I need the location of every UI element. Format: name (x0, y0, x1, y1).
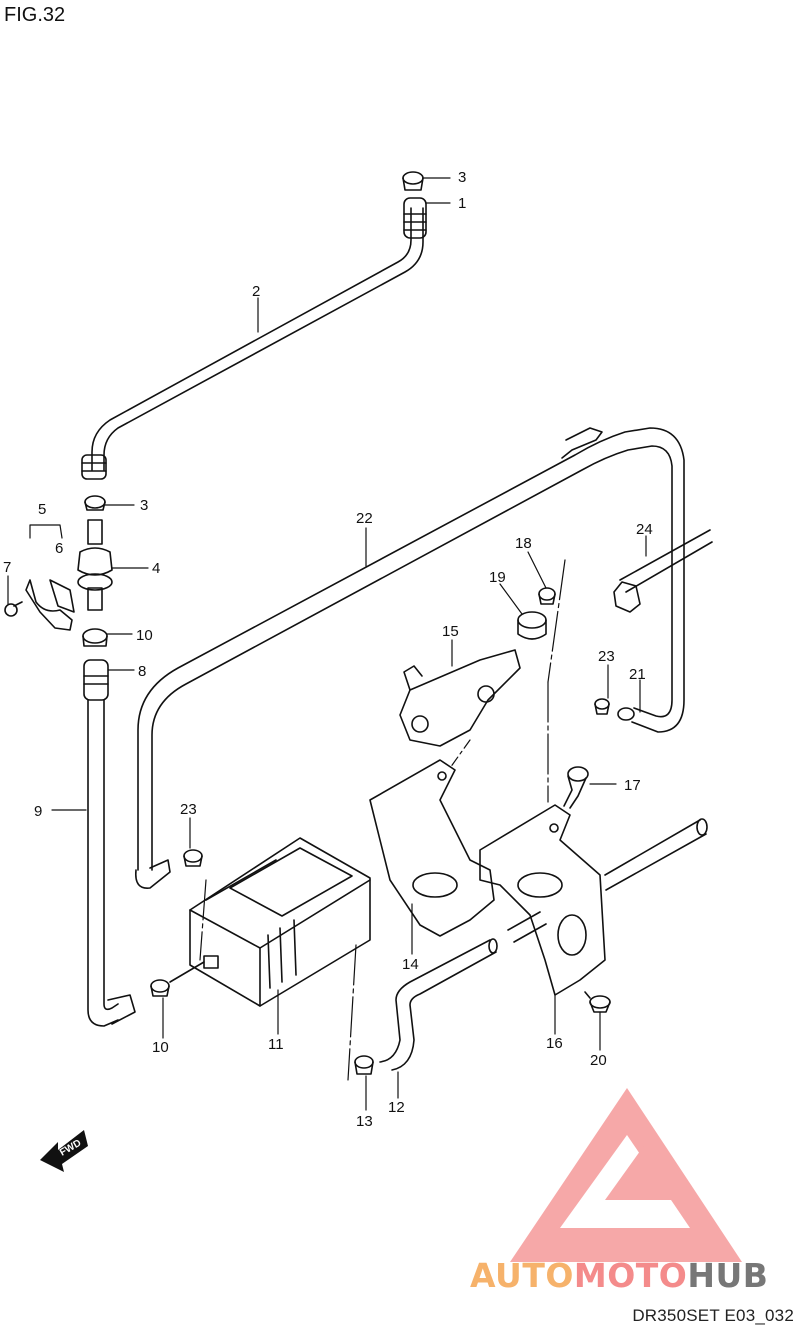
callout-9: 9 (34, 803, 42, 820)
bracket-5 (25, 579, 75, 631)
clamp-13 (354, 1055, 374, 1075)
callout-13: 13 (356, 1113, 373, 1130)
callout-12: 12 (388, 1099, 405, 1116)
callout-labels: 3 1 2 3 5 6 4 7 10 8 9 22 24 18 19 15 23… (3, 169, 653, 1130)
forward-direction-arrow-icon: FWD (40, 1130, 88, 1172)
bolt-20 (584, 991, 611, 1013)
callout-23-right: 23 (598, 648, 615, 665)
clamp-3-top (402, 171, 424, 191)
hose-2-lower-end (81, 454, 107, 480)
canister-11 (169, 837, 371, 1007)
callout-20: 20 (590, 1052, 607, 1069)
hose-2 (91, 207, 424, 471)
pipe-24 (613, 529, 713, 613)
callout-8: 8 (138, 663, 146, 680)
bolt-7 (4, 601, 23, 617)
callout-10-upper: 10 (136, 627, 153, 644)
check-valve-4 (77, 519, 113, 611)
clamp-10-lower (150, 979, 170, 997)
clamp-23-right (594, 698, 610, 715)
brand-part-hub: HUB (687, 1256, 769, 1295)
callout-7: 7 (3, 559, 11, 576)
hose-joint-1 (403, 197, 427, 239)
bracket-14 (369, 759, 495, 937)
callout-21: 21 (629, 666, 646, 683)
bracket-15 (399, 649, 521, 747)
figure-code: DR350SET E03_032 (632, 1306, 794, 1325)
hose-end-21 (617, 707, 635, 721)
hose-9 (83, 659, 136, 1027)
callout-16: 16 (546, 1035, 563, 1052)
figure-title: FIG.32 (4, 4, 66, 26)
brand-watermark: AUTOMOTOHUB (470, 1256, 768, 1295)
callout-3-lower: 3 (140, 497, 148, 514)
callout-23-left: 23 (180, 801, 197, 818)
callout-11: 11 (268, 1036, 284, 1053)
callout-18: 18 (515, 535, 532, 552)
callout-3-top: 3 (458, 169, 466, 186)
callout-24: 24 (636, 521, 653, 538)
hose-12 (379, 938, 498, 1071)
brand-part-moto: MOTO (573, 1256, 688, 1295)
callout-10-lower: 10 (152, 1039, 169, 1056)
hose-22-lower-end (134, 859, 171, 889)
callout-5: 5 (38, 501, 46, 518)
grommet-19 (517, 611, 547, 640)
clamp-10-upper (82, 628, 108, 647)
bracket-16 (479, 804, 606, 996)
callout-4: 4 (152, 560, 160, 577)
brand-part-auto: AUTO (470, 1256, 574, 1295)
callout-15: 15 (442, 623, 459, 640)
callout-17: 17 (624, 777, 641, 794)
callout-14: 14 (402, 956, 419, 973)
callout-2: 2 (252, 283, 260, 300)
leader-lines (7, 177, 647, 1111)
watermark-logo-icon (510, 1088, 742, 1262)
callout-19: 19 (489, 569, 506, 586)
callout-1: 1 (458, 195, 466, 212)
bolt-17 (563, 766, 589, 809)
frame-tube (507, 818, 708, 943)
clamp-3-lower (84, 495, 106, 511)
hose-22 (137, 427, 685, 871)
clamp-23-left (183, 849, 203, 867)
callout-22: 22 (356, 510, 373, 527)
cushion-18 (538, 587, 556, 605)
callout-6: 6 (55, 540, 63, 557)
